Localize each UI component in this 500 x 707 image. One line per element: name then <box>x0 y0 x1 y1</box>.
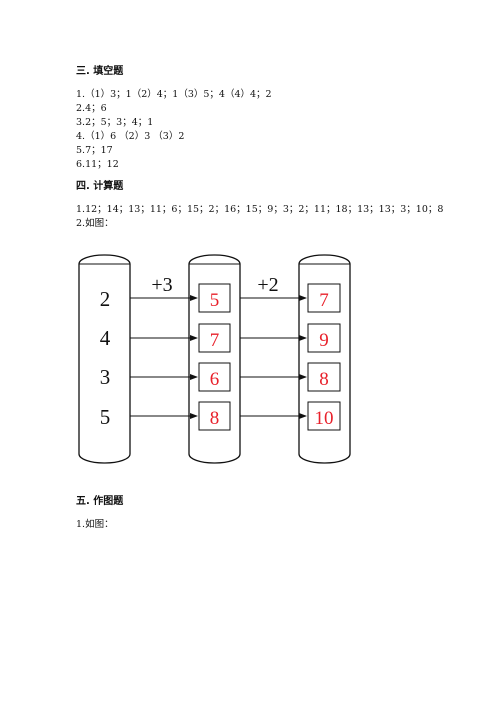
input-number: 5 <box>100 405 111 429</box>
output-number: 10 <box>315 408 334 429</box>
input-number: 3 <box>100 365 111 389</box>
answer-line: 2.如图： <box>76 218 114 229</box>
output-number: 9 <box>319 330 329 351</box>
answer-line: 4.（1）6 （2）3 （3）2 <box>76 131 185 142</box>
answer-line: 1.12；14；13；11；6；15；2；16；15；9；3；2；11；18；1… <box>76 204 444 215</box>
answer-line: 3.2；5；3；4；1 <box>76 117 154 128</box>
answer-line: 1.如图： <box>76 519 114 530</box>
output-number: 7 <box>319 290 329 311</box>
middle-number: 5 <box>210 290 220 311</box>
middle-number: 6 <box>210 369 220 390</box>
answer-box <box>307 362 341 392</box>
operation-label-plus-3: +3 <box>151 274 172 296</box>
operation-label-plus-2: +2 <box>257 274 278 296</box>
answer-box <box>307 323 341 353</box>
answer-box <box>307 283 341 313</box>
answer-box <box>198 401 231 431</box>
input-number: 4 <box>100 326 111 350</box>
section-heading-fill-blank: 三. 填空题 <box>76 66 124 77</box>
cylinder-input <box>78 254 131 464</box>
answer-box <box>198 283 231 313</box>
answer-line: 1.（1）3；1（2）4；1（3）5；4（4）4；2 <box>76 89 272 100</box>
answer-line: 2.4；6 <box>76 103 107 114</box>
answer-line: 6.11；12 <box>76 159 119 170</box>
answer-line: 5.7；17 <box>76 145 113 156</box>
answer-box <box>198 362 231 392</box>
input-number: 2 <box>100 287 111 311</box>
answer-box <box>307 401 341 431</box>
section-heading-calculation: 四. 计算题 <box>76 181 124 192</box>
answer-box <box>198 323 231 353</box>
middle-number: 7 <box>210 330 220 351</box>
section-heading-drawing: 五. 作图题 <box>76 496 124 507</box>
middle-number: 8 <box>210 408 220 429</box>
output-number: 8 <box>319 369 329 390</box>
